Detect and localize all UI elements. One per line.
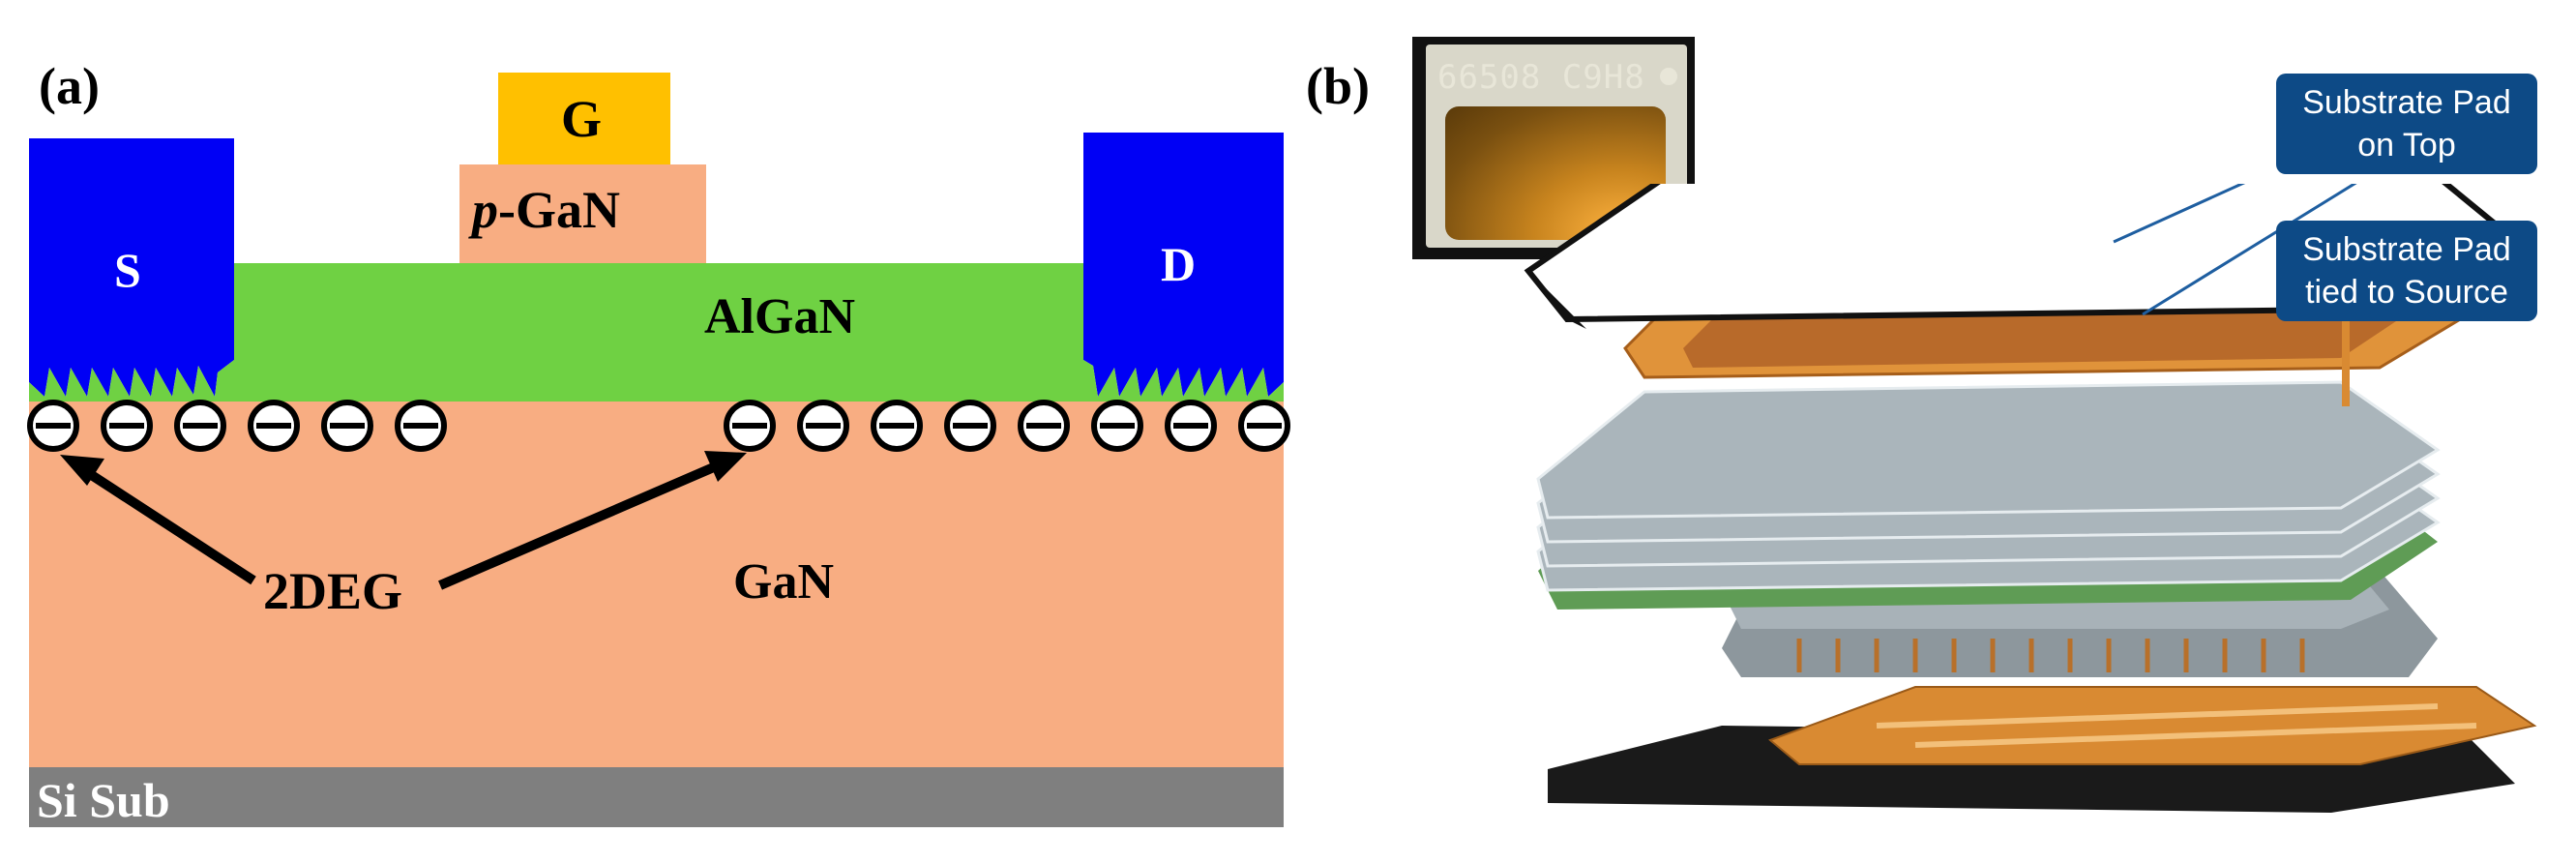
callout-1-line2: on Top bbox=[2357, 127, 2456, 164]
top-cover-edge bbox=[1528, 271, 1586, 329]
p-gan-layer bbox=[459, 164, 706, 263]
die-pillars bbox=[1796, 639, 2305, 672]
si-sub-label: Si Sub bbox=[37, 773, 170, 827]
source-label: S bbox=[114, 243, 141, 297]
leader-line-source bbox=[2142, 184, 2357, 316]
leader-line-top bbox=[2113, 184, 2246, 244]
panel-a-label: (a) bbox=[39, 57, 100, 115]
exploded-package-view bbox=[1524, 184, 2537, 813]
gan-layer bbox=[29, 402, 1284, 767]
p-gan-label: p-GaN bbox=[472, 180, 620, 240]
p-gan-suffix: -GaN bbox=[498, 181, 620, 239]
drain-spikes bbox=[1083, 360, 1284, 402]
pin1-dot bbox=[1660, 68, 1677, 85]
laminate-stack bbox=[1536, 380, 2441, 592]
leadframe-slots bbox=[1876, 703, 2477, 748]
twodeg-label: 2DEG bbox=[263, 562, 403, 620]
source-spikes bbox=[29, 360, 234, 402]
si-substrate-layer bbox=[29, 767, 1284, 827]
package-marking: 66508 C9H8 bbox=[1437, 58, 1645, 97]
gate-label: G bbox=[561, 90, 603, 148]
twodeg-electrons bbox=[27, 400, 1290, 452]
callout-substrate-pad-top: Substrate Pad on Top bbox=[2276, 74, 2537, 174]
p-gan-prefix: p bbox=[472, 181, 498, 239]
panel-b-label: (b) bbox=[1306, 57, 1370, 115]
gan-label: GaN bbox=[733, 554, 834, 610]
callout-1-line1: Substrate Pad bbox=[2302, 84, 2511, 121]
algan-label: AlGaN bbox=[704, 289, 855, 344]
drain-label: D bbox=[1161, 237, 1197, 291]
callout-2-line2: tied to Source bbox=[2305, 274, 2508, 311]
algan-layer bbox=[234, 263, 1083, 402]
hemt-cross-section bbox=[27, 73, 1290, 827]
source-contact bbox=[29, 138, 234, 397]
callout-substrate-pad-source: Substrate Pad tied to Source bbox=[2276, 221, 2537, 321]
callout-2-line1: Substrate Pad bbox=[2302, 231, 2511, 268]
twodeg-arrows bbox=[60, 451, 747, 590]
gate-contact bbox=[498, 73, 670, 164]
drain-contact bbox=[1083, 133, 1284, 397]
